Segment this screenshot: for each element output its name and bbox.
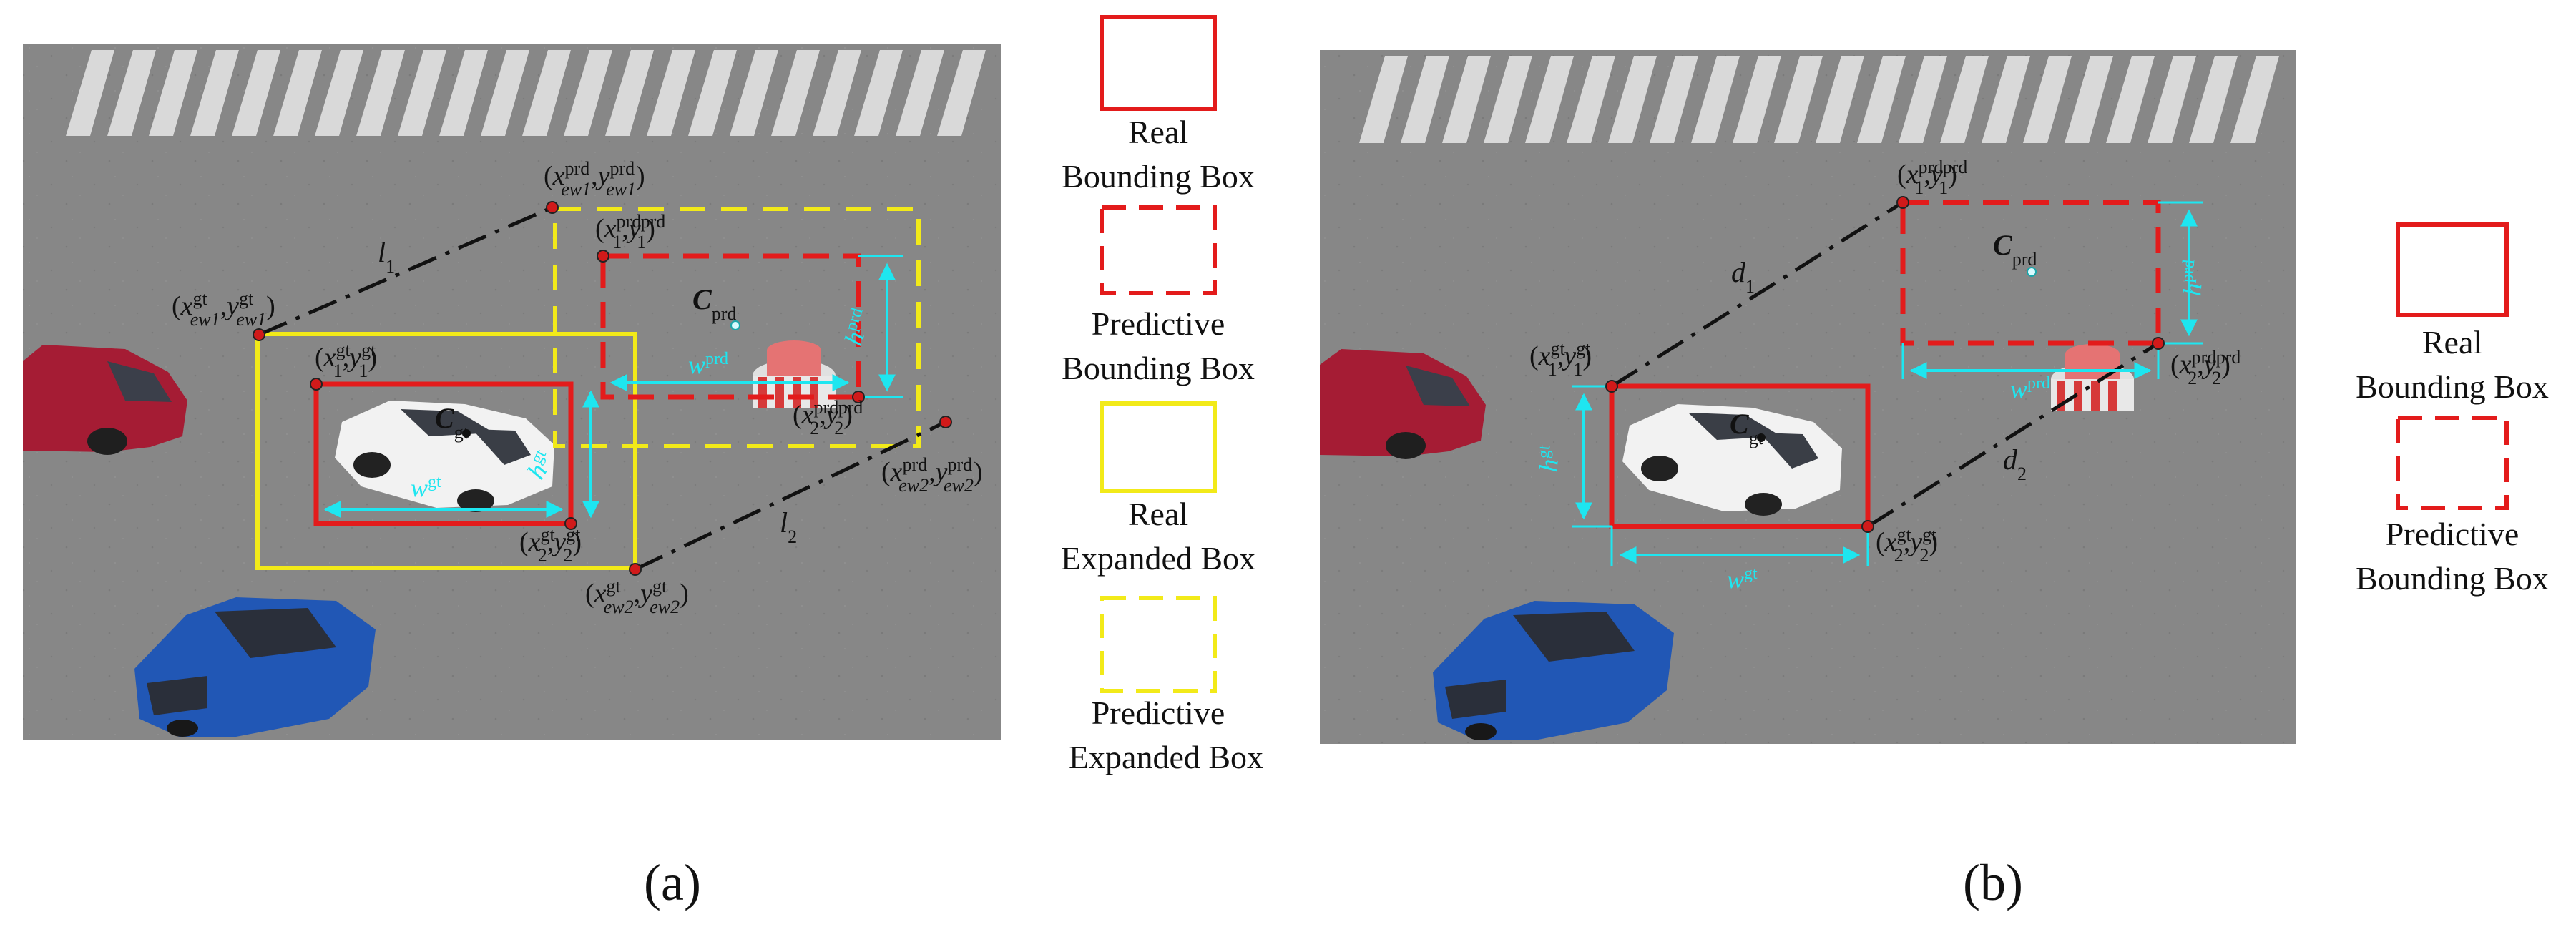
- svg-text:Expanded Box: Expanded Box: [1069, 739, 1263, 775]
- svg-text:Predictive: Predictive: [2386, 516, 2519, 552]
- point-1-prd-a: [597, 250, 609, 262]
- legend-a-item-real-expanded: Real Expanded Box: [1061, 403, 1255, 577]
- caption-b: (b): [1963, 854, 2023, 911]
- svg-text:Predictive: Predictive: [1092, 305, 1225, 342]
- svg-text:Predictive: Predictive: [1092, 695, 1225, 731]
- point-1-prd-b: [1897, 197, 1909, 208]
- point-ew1-prd-a: [547, 202, 558, 213]
- point-ew2-gt-a: [630, 564, 641, 575]
- point-2-gt-b: [1862, 521, 1874, 532]
- legend-a-item-pred-expanded: Predictive Expanded Box: [1069, 598, 1263, 775]
- point-2-prd-b: [2153, 338, 2164, 349]
- caption-a: (a): [644, 854, 701, 911]
- svg-text:Real: Real: [1128, 496, 1188, 532]
- svg-text:Bounding Box: Bounding Box: [1062, 350, 1255, 386]
- point-1-gt-a: [310, 378, 322, 390]
- legend-b-item-real-bbox: Real Bounding Box: [2356, 225, 2549, 405]
- point-1-gt-b: [1606, 381, 1617, 392]
- legend-b: Real Bounding Box Predictive Bounding Bo…: [2356, 225, 2549, 597]
- svg-text:Expanded Box: Expanded Box: [1061, 540, 1255, 577]
- svg-text:Bounding Box: Bounding Box: [1062, 158, 1255, 195]
- point-ew2-prd-a: [940, 416, 951, 428]
- legend-b-item-pred-bbox: Predictive Bounding Box: [2356, 418, 2549, 597]
- legend-a-item-pred-bbox: Predictive Bounding Box: [1062, 207, 1255, 386]
- svg-text:Bounding Box: Bounding Box: [2356, 560, 2549, 597]
- svg-text:Real: Real: [2422, 324, 2482, 360]
- legend-a-item-real-bbox: Real Bounding Box: [1062, 17, 1255, 195]
- point-ew1-gt-a: [253, 329, 265, 340]
- svg-text:Bounding Box: Bounding Box: [2356, 368, 2549, 405]
- svg-text:Real: Real: [1128, 114, 1188, 150]
- legend-a: Real Bounding Box Predictive Bounding Bo…: [1061, 17, 1263, 775]
